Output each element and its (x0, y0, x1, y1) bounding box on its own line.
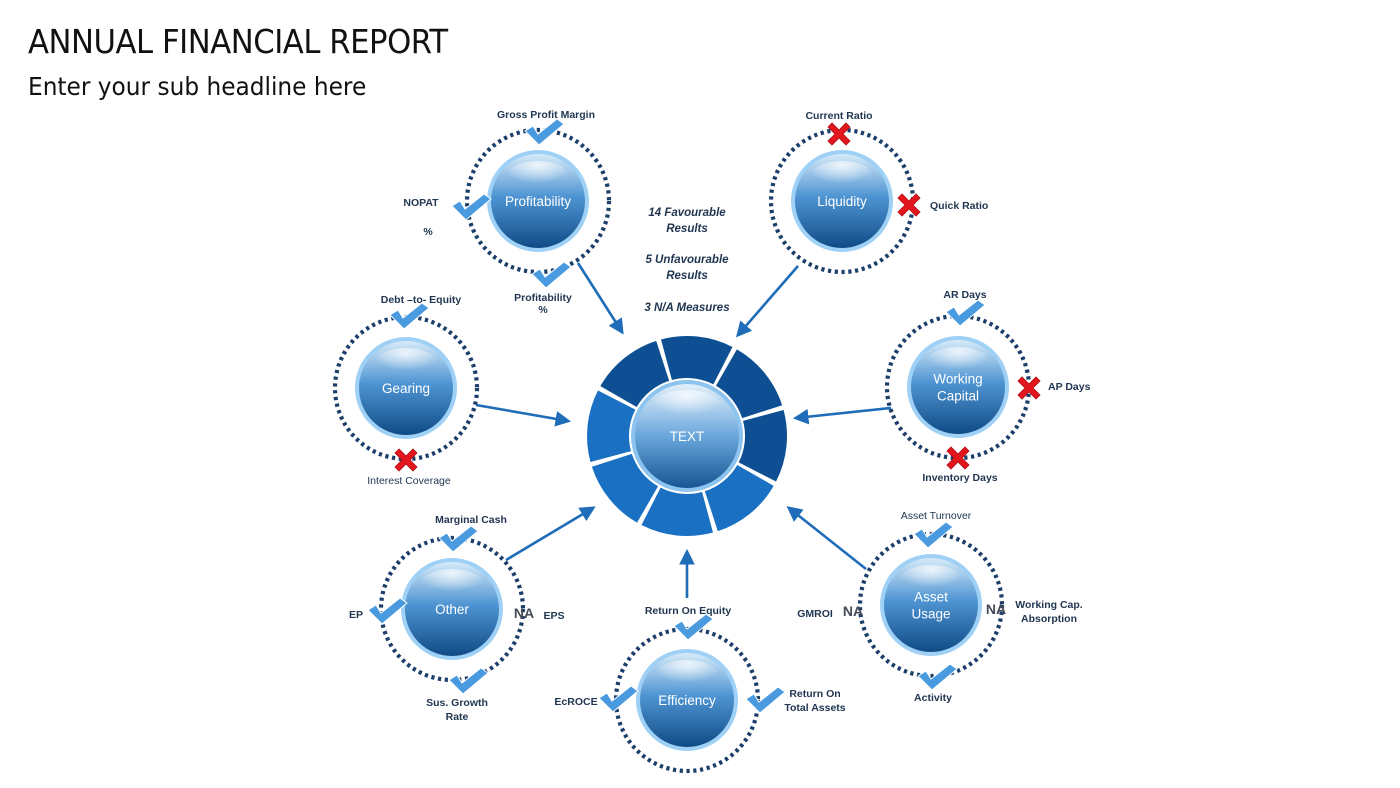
measure-label: Return On (789, 688, 840, 700)
hub-segment (641, 487, 713, 536)
arrow-liquidity (735, 265, 799, 338)
node-label: Other (435, 602, 469, 617)
measure-label: Sus. Growth (426, 697, 488, 709)
check-icon (367, 597, 408, 625)
node-label: Efficiency (658, 693, 716, 708)
arrow-asset-usage (786, 506, 867, 571)
measure-label: Return On Equity (645, 605, 731, 617)
center-hub: TEXT (585, 334, 789, 538)
hub-segment (704, 464, 774, 532)
node-label: Working (933, 372, 982, 387)
check-icon (389, 302, 430, 330)
node-profitability: Profitability (464, 127, 612, 275)
hub-segment (600, 340, 670, 408)
hub-segment (715, 349, 783, 419)
check-icon (598, 685, 639, 713)
measure-label-line2: Rate (446, 711, 469, 723)
check-icon (524, 118, 565, 146)
measure-label: EcROCE (554, 696, 597, 708)
check-icon (448, 667, 489, 695)
measure-label: Marginal Cash (435, 514, 507, 526)
measure-label-line2: Absorption (1021, 613, 1077, 625)
measure-label-line2: Total Assets (784, 702, 845, 714)
page-subtitle: Enter your sub headline here (28, 72, 367, 101)
node-shine (374, 348, 438, 380)
check-icon (673, 613, 714, 641)
na-mark: NA (986, 601, 1006, 617)
node-efficiency: Efficiency (613, 626, 761, 774)
measure-label: Gross Profit Margin (497, 109, 595, 121)
node-other: Other (378, 535, 526, 683)
check-icon (531, 261, 572, 289)
favourable-count: 14 Favourable (648, 207, 726, 219)
hub-label: TEXT (670, 429, 705, 444)
measure-label: Profitability (514, 292, 572, 304)
hub-segment (591, 453, 659, 523)
cross-icon (394, 448, 418, 472)
hub-shine (651, 390, 723, 426)
check-icon (913, 521, 954, 549)
node-label: Gearing (382, 381, 430, 396)
node-shine (420, 569, 484, 601)
measure-label: EP (349, 609, 363, 621)
favourable-label: Results (666, 223, 708, 235)
measure-label: AP Days (1048, 381, 1091, 393)
check-icon (745, 686, 786, 714)
cross-icon (897, 193, 921, 217)
measure-label: GMROI (797, 608, 833, 620)
unfavourable-label: Results (666, 270, 708, 282)
measure-label: Interest Coverage (367, 475, 451, 487)
arrow-profitability (576, 262, 624, 335)
measure-label: NOPAT (403, 197, 439, 209)
check-icon (945, 299, 986, 327)
hub-segment (661, 335, 733, 385)
measure-label: Asset Turnover (901, 510, 972, 522)
node-label: Asset (914, 590, 948, 605)
check-icon (917, 663, 958, 691)
na-mark: NA (843, 603, 863, 619)
node-shine (655, 660, 719, 692)
measure-label: EPS (543, 610, 564, 622)
measure-label: Quick Ratio (930, 200, 988, 212)
node-label: Capital (937, 389, 979, 404)
cross-icon (946, 446, 970, 470)
arrow-other (505, 506, 596, 562)
summary: 14 Favourable Results 5 Unfavourable Res… (644, 207, 729, 314)
measure-label-line2: % (538, 304, 548, 316)
arrow-gearing (475, 403, 572, 427)
node-shine (926, 347, 990, 379)
check-icon (438, 525, 479, 553)
arrow-working-capital (792, 406, 892, 425)
measure-label: Debt –to- Equity (381, 294, 462, 306)
node-shine (899, 565, 963, 597)
arrows (475, 262, 892, 598)
measure-label-line2: % (423, 226, 433, 238)
node-label: Profitability (505, 194, 571, 209)
cross-icon (1017, 376, 1041, 400)
node-liquidity: Liquidity (768, 127, 916, 275)
hub-segment (738, 410, 787, 482)
check-icon (451, 193, 492, 221)
measure-label: Current Ratio (805, 110, 872, 122)
na-mark: NA (514, 605, 534, 621)
measure-label: Working Cap. (1015, 599, 1083, 611)
measure-label: Inventory Days (922, 472, 997, 484)
hub-segment (587, 390, 636, 462)
na-count: 3 N/A Measures (644, 302, 729, 314)
node-gearing: Gearing (332, 314, 480, 462)
node-shine (506, 161, 570, 193)
page-title: ANNUAL FINANCIAL REPORT (28, 22, 448, 61)
measure-label: Activity (914, 692, 952, 704)
node-label: Usage (911, 607, 950, 622)
measure-label: AR Days (943, 289, 986, 301)
unfavourable-count: 5 Unfavourable (645, 254, 729, 266)
node-shine (810, 161, 874, 193)
cross-icon (827, 122, 851, 146)
node-label: Liquidity (817, 194, 867, 209)
